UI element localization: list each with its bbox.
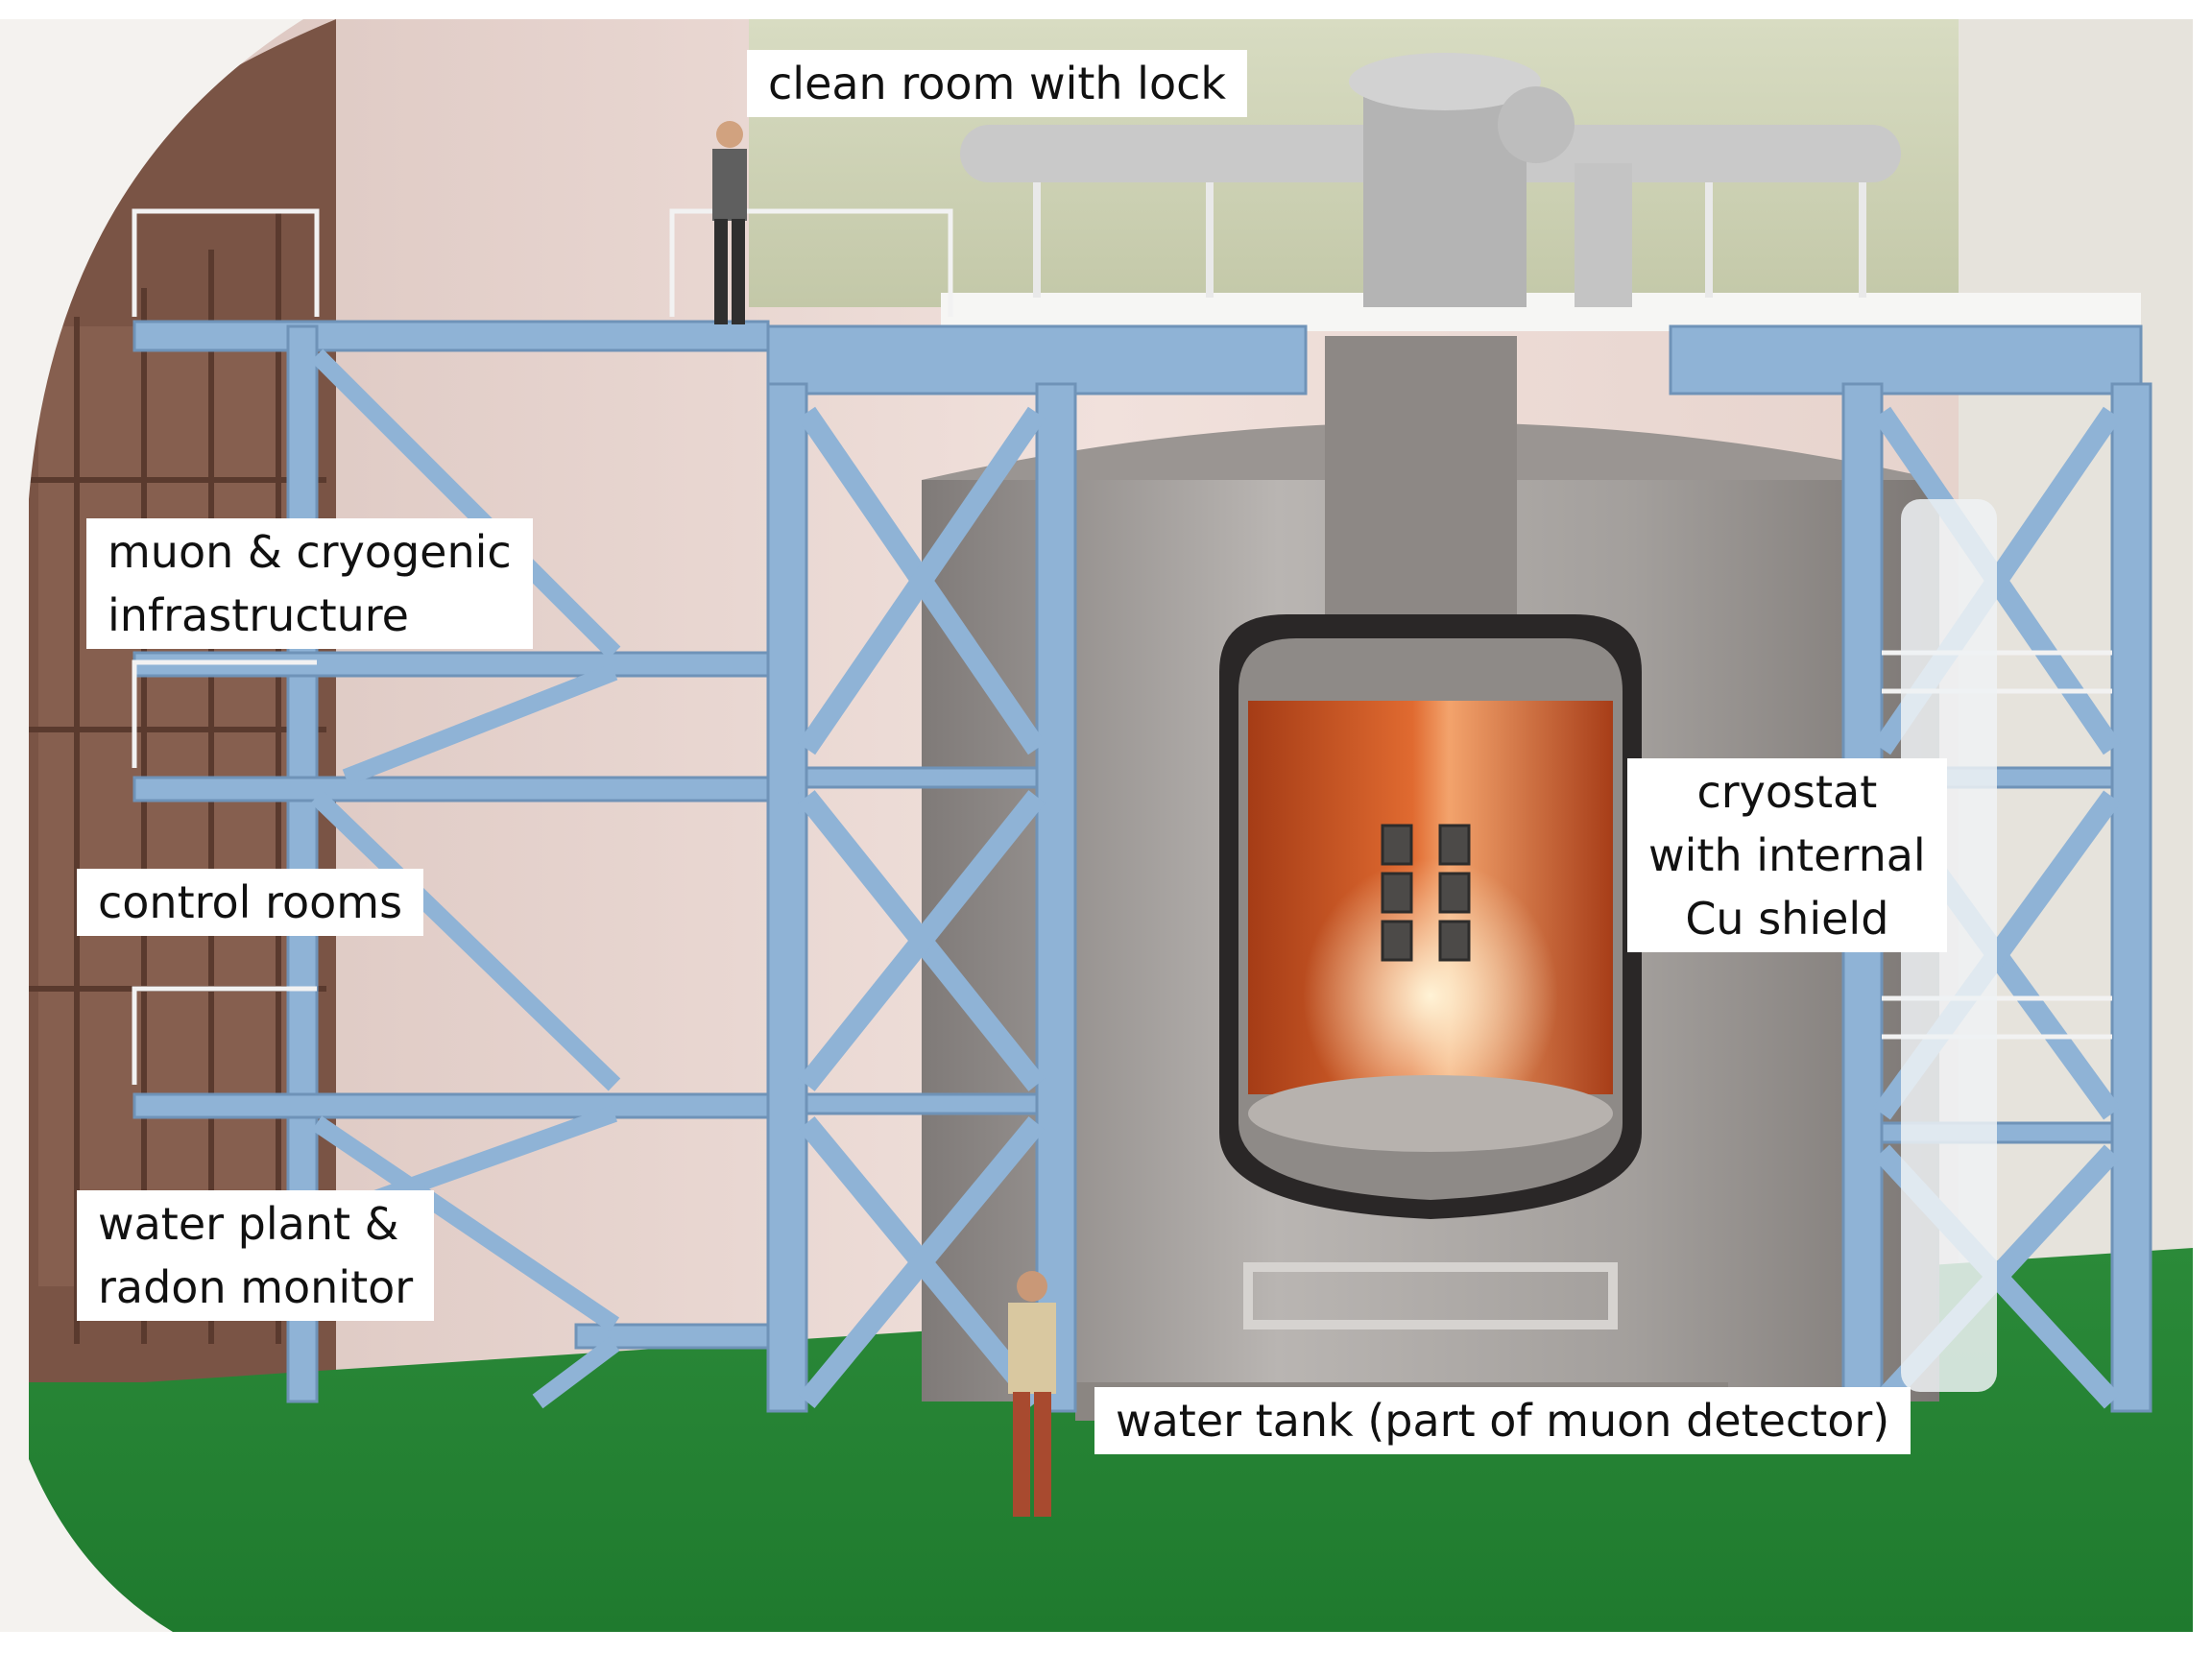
figurine-top <box>712 121 747 324</box>
label-water-tank-line-1: water tank (part of muon detector) <box>1116 1395 1890 1447</box>
label-cryostat-line-3: Cu shield <box>1685 893 1889 945</box>
cryostat <box>1219 614 1642 1330</box>
label-clean-room: clean room with lock <box>747 50 1248 117</box>
label-muon-cryogenic: muon & cryogenic infrastructure <box>86 518 533 649</box>
label-muon-cryogenic-line-1: muon & cryogenic <box>108 526 512 578</box>
label-cryostat: cryostat with internal Cu shield <box>1627 758 1947 952</box>
label-control-rooms-line-1: control rooms <box>98 876 403 928</box>
bottom-border <box>0 1632 2212 1653</box>
label-cryostat-line-1: cryostat <box>1696 766 1878 818</box>
steel-frame <box>132 320 2152 1413</box>
label-control-rooms: control rooms <box>77 869 424 936</box>
label-water-plant-line-1: water plant & <box>98 1198 399 1250</box>
cylinder-right <box>1901 499 1997 1392</box>
top-deck <box>941 293 2141 331</box>
label-water-plant: water plant & radon monitor <box>77 1190 435 1321</box>
label-clean-room-line-1: clean room with lock <box>768 58 1227 109</box>
detector-strings <box>1381 824 1471 962</box>
figurine-bottom <box>1008 1271 1056 1517</box>
label-cryostat-line-2: with internal <box>1648 829 1926 881</box>
top-border <box>0 0 2212 19</box>
label-water-plant-line-2: radon monitor <box>98 1261 414 1313</box>
cavern-shell <box>0 0 336 1653</box>
warehouse-backdrop <box>19 19 336 1382</box>
clean-room-machinery <box>960 53 1901 307</box>
label-muon-cryogenic-line-2: infrastructure <box>108 589 409 641</box>
label-water-tank: water tank (part of muon detector) <box>1094 1387 1911 1454</box>
